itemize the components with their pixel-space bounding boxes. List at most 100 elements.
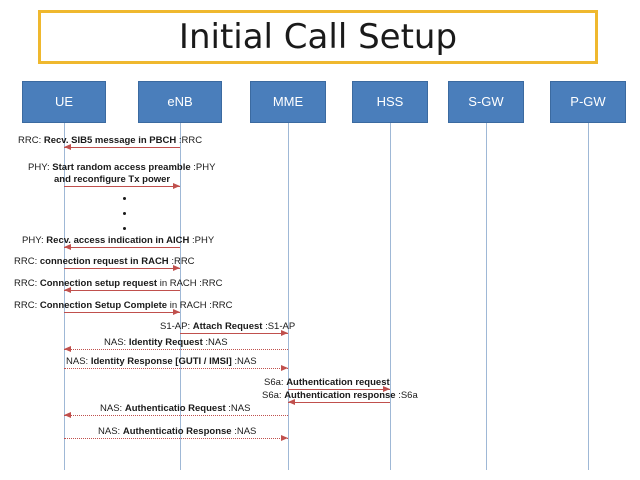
- message-arrow-line-nas-identity-response: [64, 368, 288, 369]
- message-arrow-line-random-access-preamble: [64, 186, 180, 187]
- message-prefix-nas-identity-response: NAS:: [66, 356, 89, 367]
- message-suffix-sib5: :RRC: [178, 135, 203, 146]
- message-suffix-s6a-authentication-response: :S6a: [398, 390, 418, 401]
- actor-box-enb[interactable]: eNB: [138, 81, 222, 123]
- message-label-nas-authentication-request: NAS: Authenticatio Request :NAS: [100, 403, 250, 415]
- message-prefix-s6a-authentication-request: S6a:: [264, 377, 284, 388]
- message-arrow-head-nas-identity-request: [64, 345, 71, 352]
- message-prefix-connection-setup-request-rach: RRC:: [14, 278, 38, 289]
- lifeline-sgw: [486, 123, 487, 470]
- message-body-random-access-preamble: Start random access preamble: [52, 162, 191, 173]
- message-arrow-head-connection-request-rach: [173, 264, 180, 271]
- message-label-nas-authentication-response: NAS: Authenticatio Response :NAS: [98, 426, 256, 438]
- actor-box-hss[interactable]: HSS: [352, 81, 428, 123]
- lifeline-pgw: [588, 123, 589, 470]
- message-body2-random-access-preamble: and reconfigure Tx power: [54, 174, 170, 186]
- message-label-connection-request-rach: RRC: connection request in RACH :RRC: [14, 256, 195, 268]
- actor-label-pgw: P-GW: [570, 94, 606, 109]
- message-prefix-connection-setup-complete-rach: RRC:: [14, 300, 38, 311]
- message-arrow-line-nas-identity-request: [64, 349, 288, 350]
- message-prefix-nas-authentication-response: NAS:: [98, 426, 121, 437]
- message-arrow-head-s6a-authentication-request: [383, 385, 390, 392]
- message-prefix-s1ap-attach-request: S1-AP:: [160, 321, 191, 332]
- message-body-nas-authentication-response: Authenticatio Response: [122, 426, 232, 437]
- message-prefix-sib5: RRC:: [18, 135, 42, 146]
- message-arrow-line-nas-authentication-response: [64, 438, 288, 439]
- message-arrow-head-nas-authentication-request: [64, 411, 71, 418]
- message-suffix-nas-identity-response: :NAS: [234, 356, 257, 367]
- actor-box-ue[interactable]: UE: [22, 81, 106, 123]
- message-prefix-random-access-preamble: PHY:: [28, 162, 50, 173]
- message-arrow-head-connection-setup-complete-rach: [173, 308, 180, 315]
- message-arrow-head-s1ap-attach-request: [281, 329, 288, 336]
- lifeline-enb: [180, 123, 181, 470]
- message-arrow-line-s1ap-attach-request: [180, 333, 288, 334]
- message-suffix-connection-setup-request-rach: in RACH :RRC: [159, 278, 223, 289]
- message-suffix-connection-setup-complete-rach: in RACH :RRC: [169, 300, 233, 311]
- message-label-sib5: RRC: Recv. SIB5 message in PBCH :RRC: [18, 135, 202, 147]
- message-label-access-indication-aich: PHY: Recv. access indication in AICH :PH…: [22, 235, 214, 247]
- message-body-connection-setup-request-rach: Connection setup request: [39, 278, 158, 289]
- message-arrow-head-s6a-authentication-response: [288, 398, 295, 405]
- actor-label-enb: eNB: [167, 94, 193, 109]
- message-arrow-head-connection-setup-request-rach: [64, 286, 71, 293]
- message-prefix-connection-request-rach: RRC:: [14, 256, 38, 267]
- message-body-s1ap-attach-request: Attach Request: [192, 321, 263, 332]
- ellipsis-dot-0: [123, 197, 126, 200]
- message-body-access-indication-aich: Recv. access indication in AICH: [46, 235, 190, 246]
- message-label-connection-setup-request-rach: RRC: Connection setup request in RACH :R…: [14, 278, 223, 290]
- lifeline-ue: [64, 123, 65, 470]
- message-label-s6a-authentication-response: S6a: Authentication response :S6a: [262, 390, 418, 402]
- message-label-random-access-preamble: PHY: Start random access preamble :PHY: [28, 162, 215, 174]
- lifeline-hss: [390, 123, 391, 470]
- message-arrow-line-nas-authentication-request: [64, 415, 288, 416]
- title-box: [38, 10, 598, 64]
- message-prefix-access-indication-aich: PHY:: [22, 235, 44, 246]
- ellipsis-dot-2: [123, 227, 126, 230]
- message-suffix-random-access-preamble: :PHY: [193, 162, 216, 173]
- message-arrow-line-sib5: [64, 147, 180, 148]
- message-label-s6a-authentication-request: S6a: Authentication request: [264, 377, 390, 389]
- message-arrow-head-nas-identity-response: [281, 364, 288, 371]
- message-arrow-line-access-indication-aich: [64, 247, 180, 248]
- message-label-s1ap-attach-request: S1-AP: Attach Request :S1-AP: [160, 321, 295, 333]
- message-label-nas-identity-response: NAS: Identity Response [GUTI / IMSI] :NA…: [66, 356, 257, 368]
- message-arrow-line-connection-setup-complete-rach: [64, 312, 180, 313]
- message-arrow-head-random-access-preamble: [173, 182, 180, 189]
- message-body2-text-random-access-preamble: and reconfigure Tx power: [54, 174, 171, 185]
- message-arrow-line-s6a-authentication-request: [288, 389, 390, 390]
- message-arrow-head-access-indication-aich: [64, 243, 71, 250]
- message-prefix-nas-identity-request: NAS:: [104, 337, 127, 348]
- message-body-nas-authentication-request: Authenticatio Request: [124, 403, 226, 414]
- message-body-connection-request-rach: connection request in RACH: [39, 256, 169, 267]
- message-body-sib5: Recv. SIB5 message in PBCH: [43, 135, 177, 146]
- message-body-s6a-authentication-response: Authentication response: [284, 390, 396, 401]
- actor-box-pgw[interactable]: P-GW: [550, 81, 626, 123]
- actor-label-sgw: S-GW: [468, 94, 504, 109]
- message-label-nas-identity-request: NAS: Identity Request :NAS: [104, 337, 228, 349]
- message-body-nas-identity-request: Identity Request: [128, 337, 203, 348]
- message-arrow-line-connection-setup-request-rach: [64, 290, 180, 291]
- actor-label-ue: UE: [54, 94, 74, 109]
- message-suffix-connection-request-rach: :RRC: [171, 256, 195, 267]
- message-suffix-s1ap-attach-request: :S1-AP: [265, 321, 296, 332]
- message-prefix-nas-authentication-request: NAS:: [100, 403, 123, 414]
- message-label-connection-setup-complete-rach: RRC: Connection Setup Complete in RACH :…: [14, 300, 233, 312]
- message-prefix-s6a-authentication-response: S6a:: [262, 390, 282, 401]
- message-suffix-nas-authentication-request: :NAS: [228, 403, 251, 414]
- message-suffix-nas-identity-request: :NAS: [205, 337, 228, 348]
- message-arrow-head-nas-authentication-response: [281, 434, 288, 441]
- message-suffix-nas-authentication-response: :NAS: [234, 426, 257, 437]
- message-arrow-line-s6a-authentication-response: [288, 402, 390, 403]
- message-arrow-head-sib5: [64, 143, 71, 150]
- message-body-nas-identity-response: Identity Response [GUTI / IMSI]: [90, 356, 232, 367]
- message-suffix-access-indication-aich: :PHY: [192, 235, 215, 246]
- actor-label-mme: MME: [272, 94, 304, 109]
- actor-box-mme[interactable]: MME: [250, 81, 326, 123]
- message-body-s6a-authentication-request: Authentication request: [286, 377, 390, 388]
- ellipsis-dot-1: [123, 212, 126, 215]
- lifeline-mme: [288, 123, 289, 470]
- page-title: Initial Call Setup: [178, 17, 458, 57]
- actor-box-sgw[interactable]: S-GW: [448, 81, 524, 123]
